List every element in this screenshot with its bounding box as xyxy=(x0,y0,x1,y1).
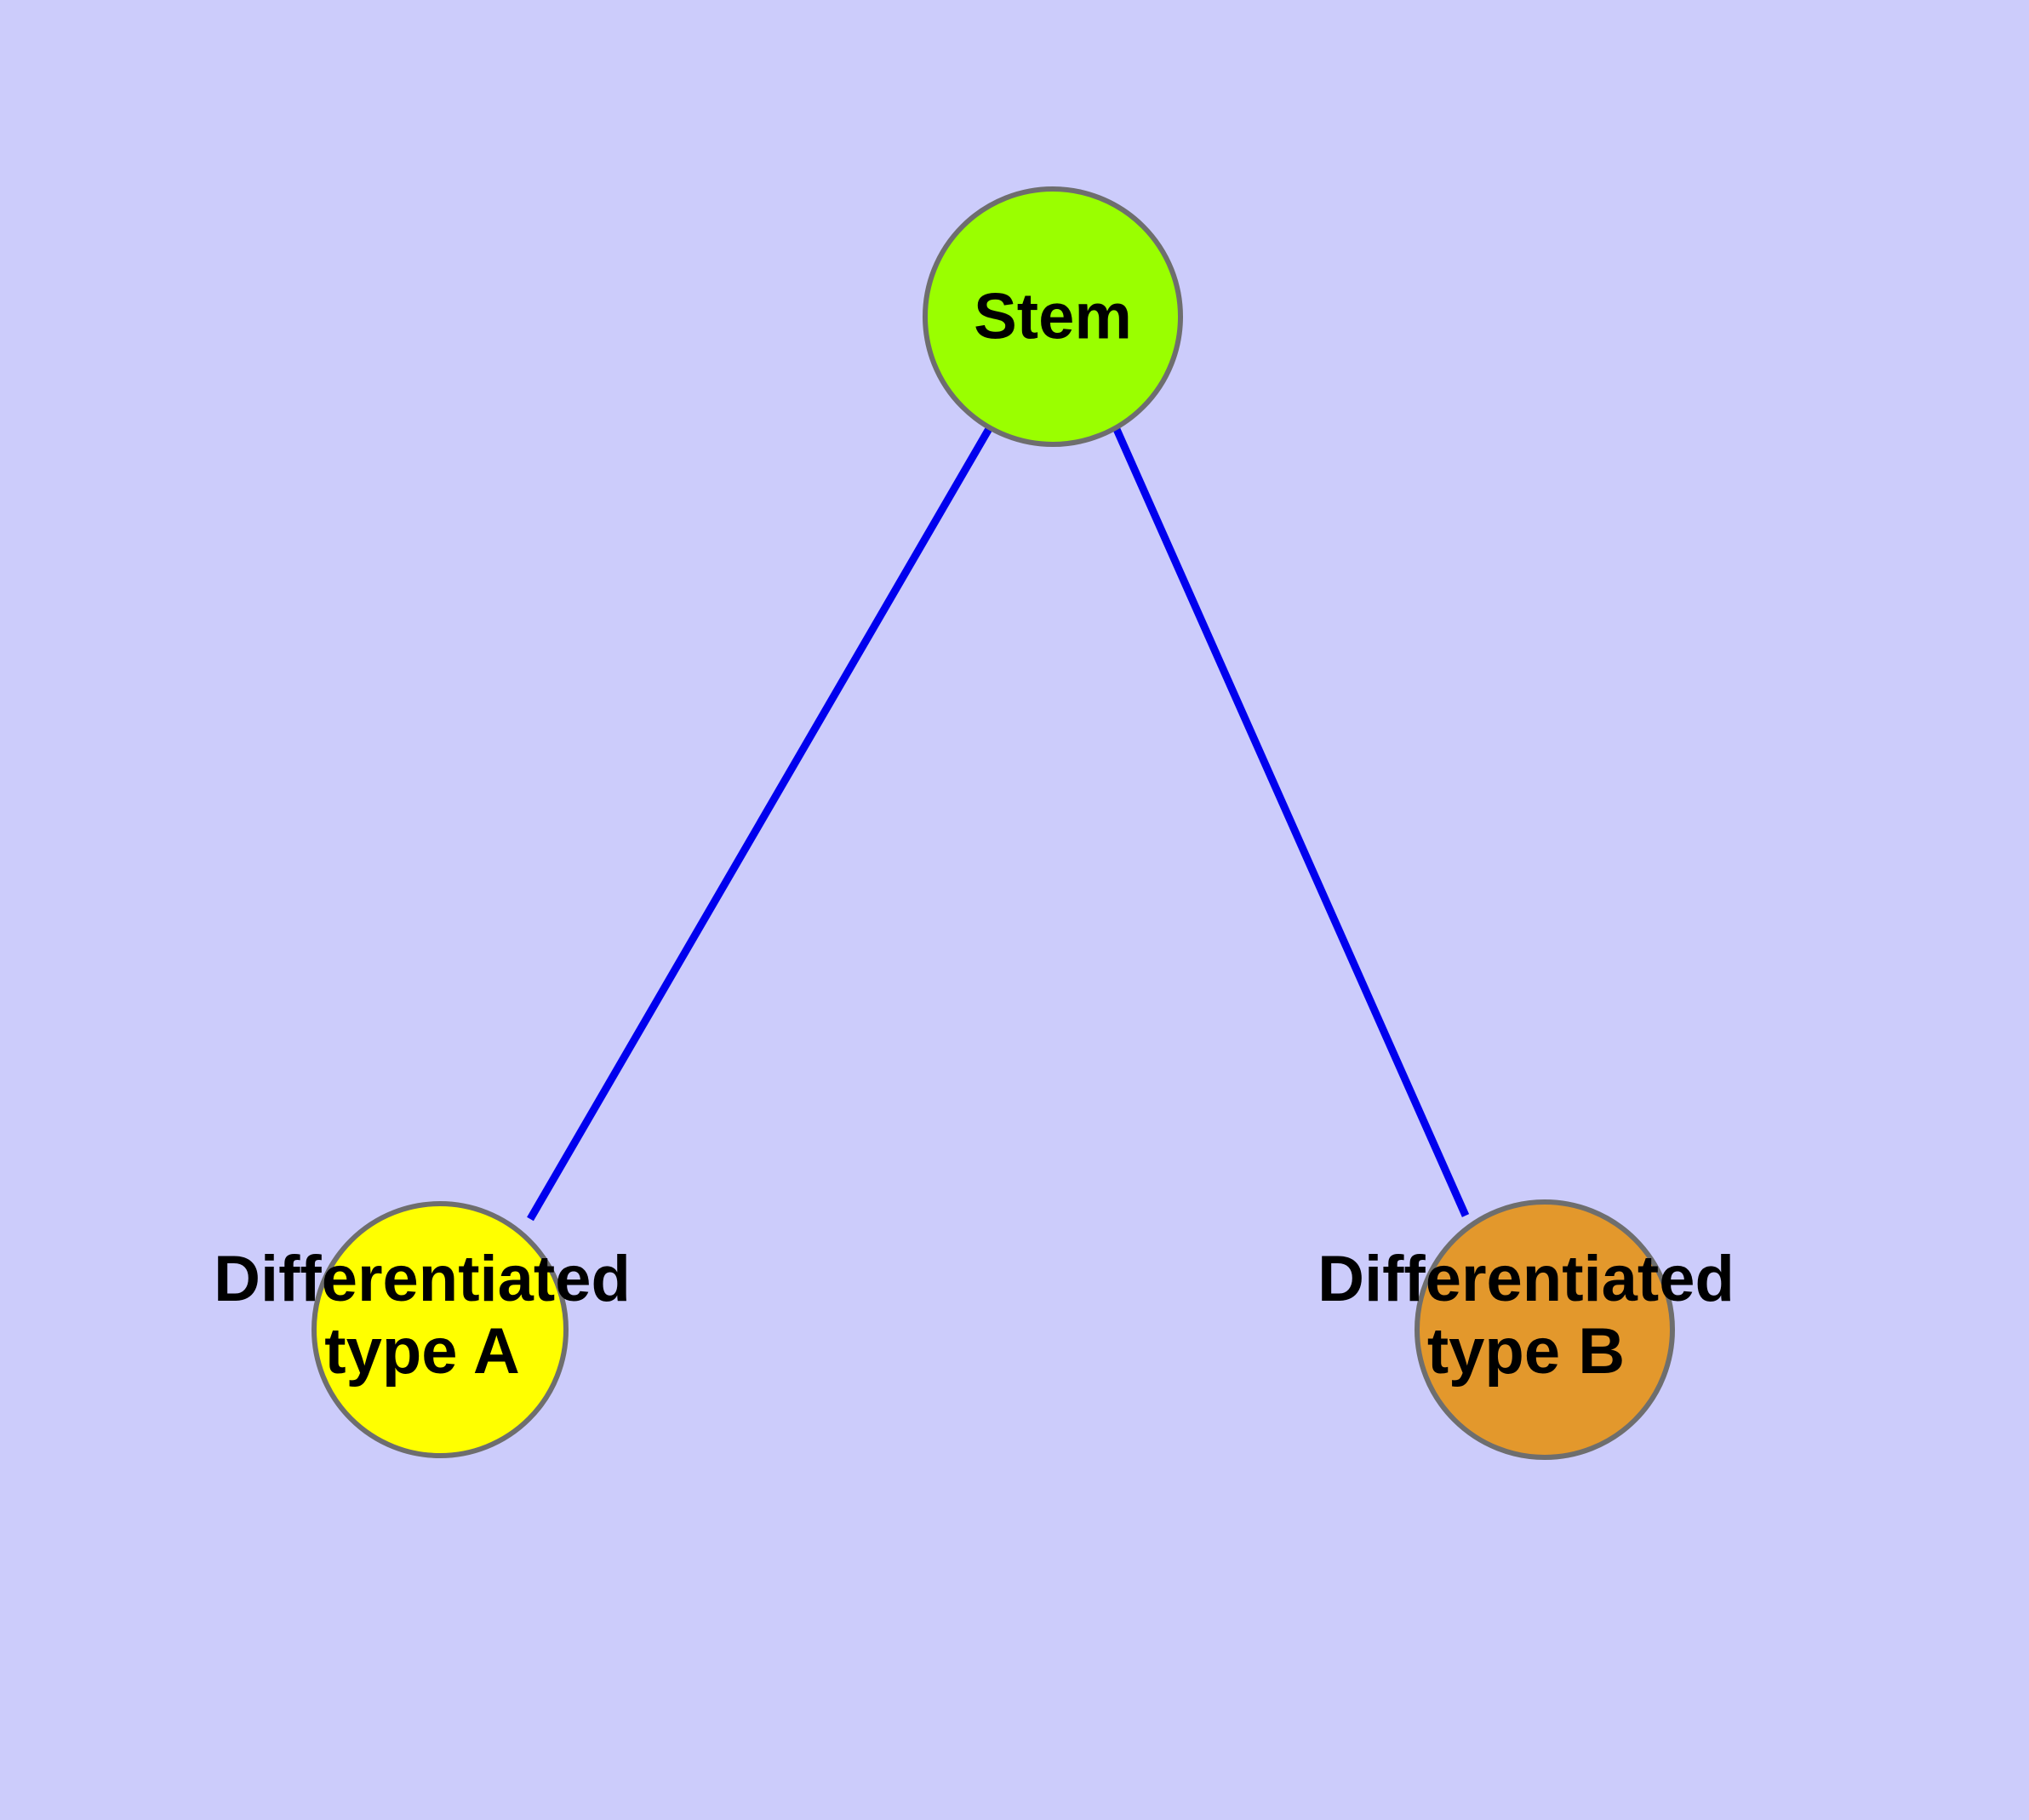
node-stem[interactable] xyxy=(923,186,1183,447)
edge-stem-to-differentiated-type-b[interactable] xyxy=(1112,426,1470,1217)
node-differentiated-type-b[interactable] xyxy=(1415,1199,1675,1460)
node-layer xyxy=(311,186,1675,1460)
edge-stem-to-differentiated-type-a[interactable] xyxy=(527,425,993,1222)
edge-layer xyxy=(527,425,1470,1222)
node-differentiated-type-a[interactable] xyxy=(311,1201,569,1458)
